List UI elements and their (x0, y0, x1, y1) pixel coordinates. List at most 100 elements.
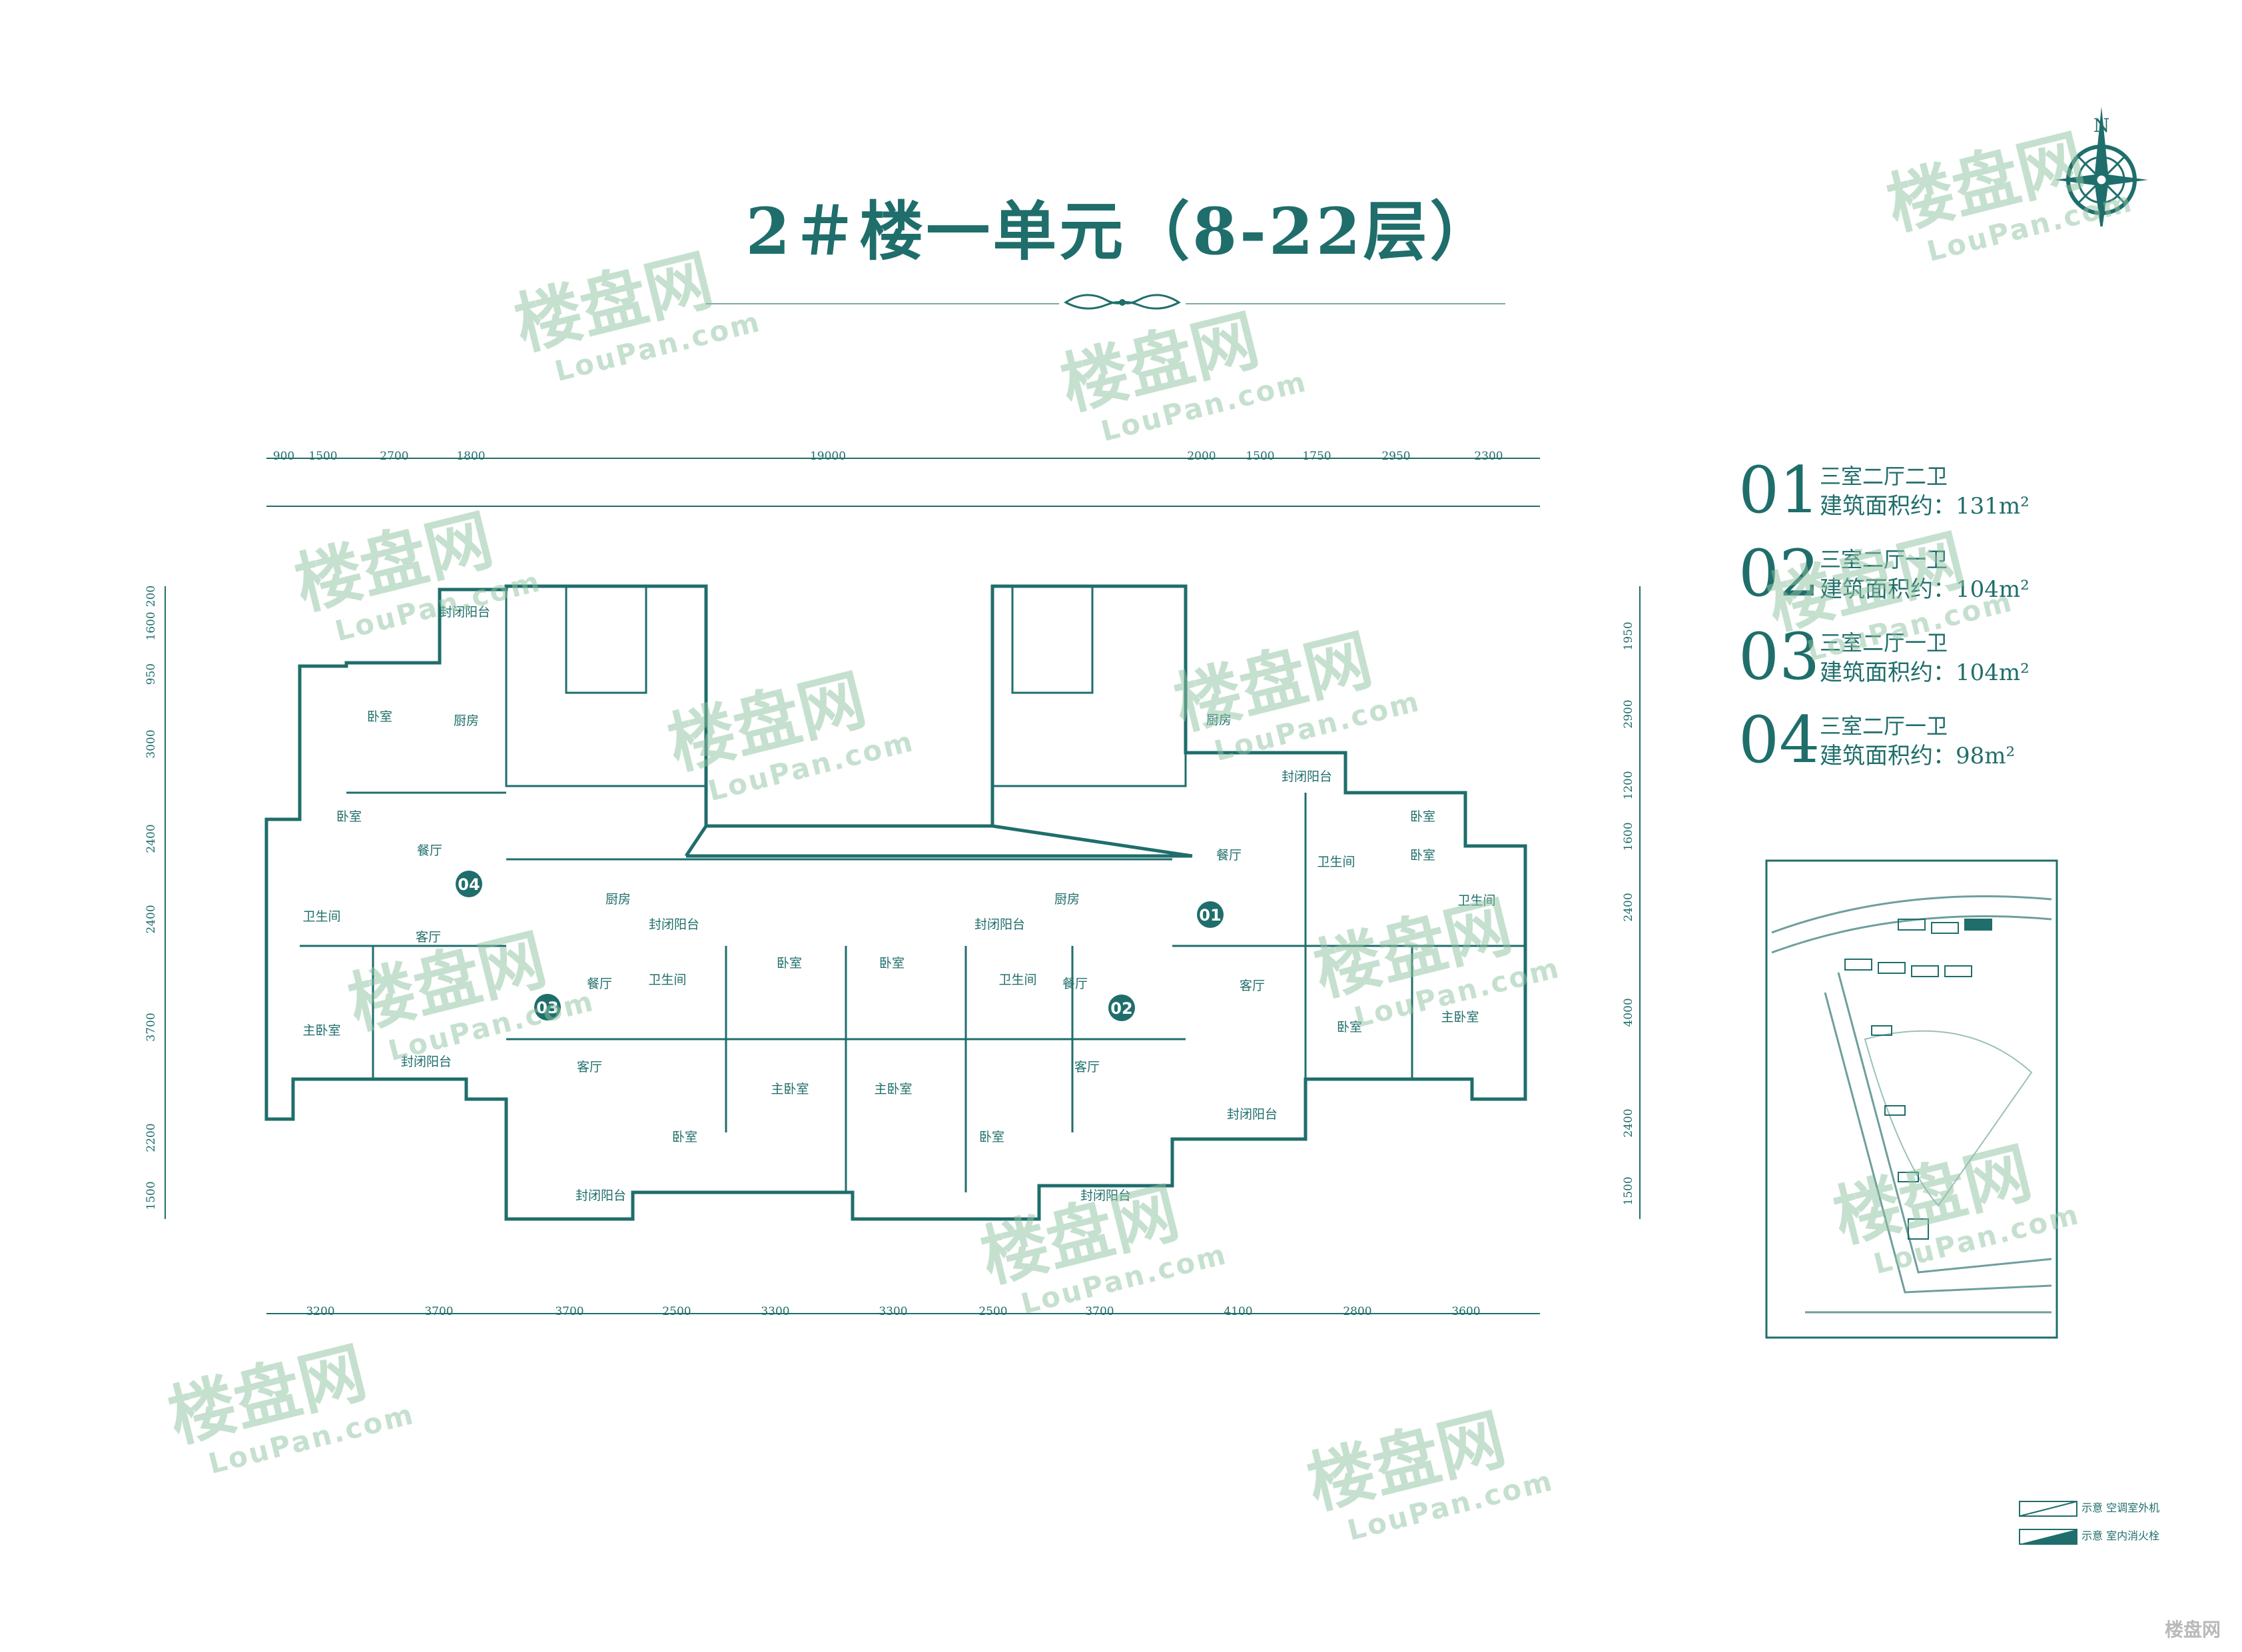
bottom-dim-label: 2500 (662, 1305, 691, 1318)
unit-area: 建筑面积约：104m² (1820, 576, 2030, 603)
right-dim-label: 1200 (1622, 771, 1635, 799)
top-dim-label: 2700 (380, 450, 408, 463)
bottom-dim-label: 3700 (1085, 1305, 1114, 1318)
svg-text:02: 02 (1110, 999, 1132, 1018)
unit-type: 三室二厅一卫 (1820, 547, 1948, 572)
top-dim-label: 2000 (1187, 450, 1216, 463)
room-label-bedroom: 卧室 (1410, 848, 1435, 863)
ac-unit-icon (2019, 1500, 2077, 1517)
room-label-master-bedroom: 主卧室 (874, 1082, 912, 1096)
room-label-closed-balcony: 封闭阳台 (1282, 769, 1332, 784)
unit-number: 03 (1738, 620, 1820, 694)
left-dim-label: 2400 (145, 824, 158, 853)
right-dim-label: 2400 (1622, 1108, 1635, 1137)
left-dim-label: 2200 (145, 1123, 158, 1152)
bottom-dim-label: 3200 (306, 1305, 334, 1318)
symbol-legend-text: 示意 室内消火栓 (2081, 1529, 2160, 1542)
top-dim-label: 1750 (1302, 450, 1331, 463)
room-label-living: 客厅 (1240, 979, 1265, 993)
bottom-dim-label: 3700 (555, 1305, 583, 1318)
unit-number: 02 (1738, 536, 1820, 611)
unit-area: 建筑面积约：98m² (1820, 743, 2016, 769)
top-dimension-line (266, 458, 1540, 507)
unit-area: 建筑面积约：104m² (1820, 659, 2030, 686)
page-title: 2＃楼一单元（8-22层） (745, 194, 1497, 269)
room-label-living: 客厅 (577, 1060, 602, 1074)
left-dim-label: 2400 (145, 905, 158, 933)
title-ornament-icon (1059, 286, 1186, 318)
right-dim-label: 2400 (1622, 893, 1635, 921)
room-label-bedroom: 卧室 (336, 809, 362, 824)
bottom-dim-label: 3300 (879, 1305, 907, 1318)
room-label-kitchen: 厨房 (1206, 713, 1232, 727)
unit-badge-01: 01 (1197, 901, 1224, 928)
right-dim-label: 2900 (1622, 699, 1635, 728)
bottom-dim-label: 3700 (424, 1305, 453, 1318)
room-label-kitchen: 厨房 (1054, 892, 1080, 907)
room-label-master-bedroom: 主卧室 (302, 1023, 340, 1038)
svg-text:04: 04 (458, 875, 480, 894)
room-label-bedroom: 卧室 (979, 1130, 1004, 1144)
unit-type: 三室二厅一卫 (1820, 630, 1948, 655)
room-label-closed-balcony: 封闭阳台 (1227, 1107, 1278, 1122)
room-label-bedroom: 卧室 (1410, 809, 1435, 824)
room-label-master-bedroom: 主卧室 (771, 1082, 809, 1096)
room-label-kitchen: 厨房 (605, 892, 631, 907)
hydrant-icon (2019, 1528, 2077, 1545)
unit-type: 三室二厅一卫 (1820, 713, 1948, 739)
left-dim-label: 1500 (145, 1181, 158, 1210)
bottom-dim-label: 3300 (761, 1305, 789, 1318)
room-label-dining: 餐厅 (417, 843, 442, 858)
left-dim-label: 3000 (145, 729, 158, 758)
room-label-closed-balcony: 封闭阳台 (401, 1054, 452, 1069)
room-label-bathroom: 卫生间 (998, 973, 1036, 987)
top-dim-label: 1800 (456, 450, 485, 463)
unit-area: 建筑面积约：131m² (1820, 493, 2030, 520)
site-key-map (1765, 859, 2058, 1339)
symbol-legend-hydrant: 示意 室内消火栓 (2018, 1527, 2159, 1545)
room-label-bedroom: 卧室 (672, 1130, 697, 1144)
svg-text:01: 01 (1199, 906, 1221, 925)
bottom-dim-label: 2500 (978, 1305, 1007, 1318)
room-label-bathroom: 卫生间 (1317, 855, 1355, 869)
room-label-bathroom: 卫生间 (302, 909, 340, 924)
top-dim-label: 900 (273, 450, 294, 463)
top-dim-label: 2300 (1474, 450, 1503, 463)
unit-type: 三室二厅二卫 (1820, 464, 1948, 489)
top-dim-label: 19000 (810, 450, 846, 463)
room-label-living: 客厅 (416, 930, 441, 945)
unit-badge-03: 03 (534, 994, 561, 1021)
unit-number: 04 (1738, 703, 1820, 777)
room-label-master-bedroom: 主卧室 (1441, 1010, 1479, 1025)
room-label-dining: 餐厅 (587, 977, 612, 991)
room-label-bathroom: 卫生间 (1457, 893, 1495, 908)
left-dim-label: 1600 (145, 612, 158, 640)
room-label-dining: 餐厅 (1216, 848, 1242, 863)
top-dim-label: 1500 (308, 450, 337, 463)
unit-number: 01 (1738, 453, 1820, 528)
bottom-dim-label: 3600 (1451, 1305, 1480, 1318)
room-label-bedroom: 卧室 (777, 956, 802, 971)
room-label-closed-balcony: 封闭阳台 (440, 605, 490, 620)
room-label-living: 客厅 (1074, 1060, 1100, 1074)
right-dim-label: 1600 (1622, 822, 1635, 851)
room-label-dining: 餐厅 (1062, 977, 1088, 991)
left-dim-label: 200 (145, 586, 158, 607)
room-label-bedroom: 卧室 (879, 956, 905, 971)
building-outline (264, 584, 1527, 1221)
room-label-bedroom: 卧室 (1337, 1020, 1362, 1034)
top-dim-label: 2950 (1381, 450, 1410, 463)
bottom-dim-label: 2800 (1343, 1305, 1371, 1318)
unit-badge-02: 02 (1108, 995, 1135, 1021)
right-dim-label: 4000 (1622, 998, 1635, 1027)
room-label-closed-balcony: 封闭阳台 (1080, 1188, 1131, 1203)
corner-logo: 楼盘网 (2165, 1619, 2221, 1641)
left-dim-label: 3700 (145, 1013, 158, 1041)
room-label-bedroom: 卧室 (367, 709, 392, 724)
left-dim-label: 950 (145, 663, 158, 685)
symbol-legend-text: 示意 空调室外机 (2081, 1501, 2160, 1514)
symbol-legend-ac: 示意 空调室外机 (2018, 1499, 2159, 1517)
right-dim-label: 1500 (1622, 1176, 1635, 1205)
unit-badge-04: 04 (456, 871, 482, 897)
